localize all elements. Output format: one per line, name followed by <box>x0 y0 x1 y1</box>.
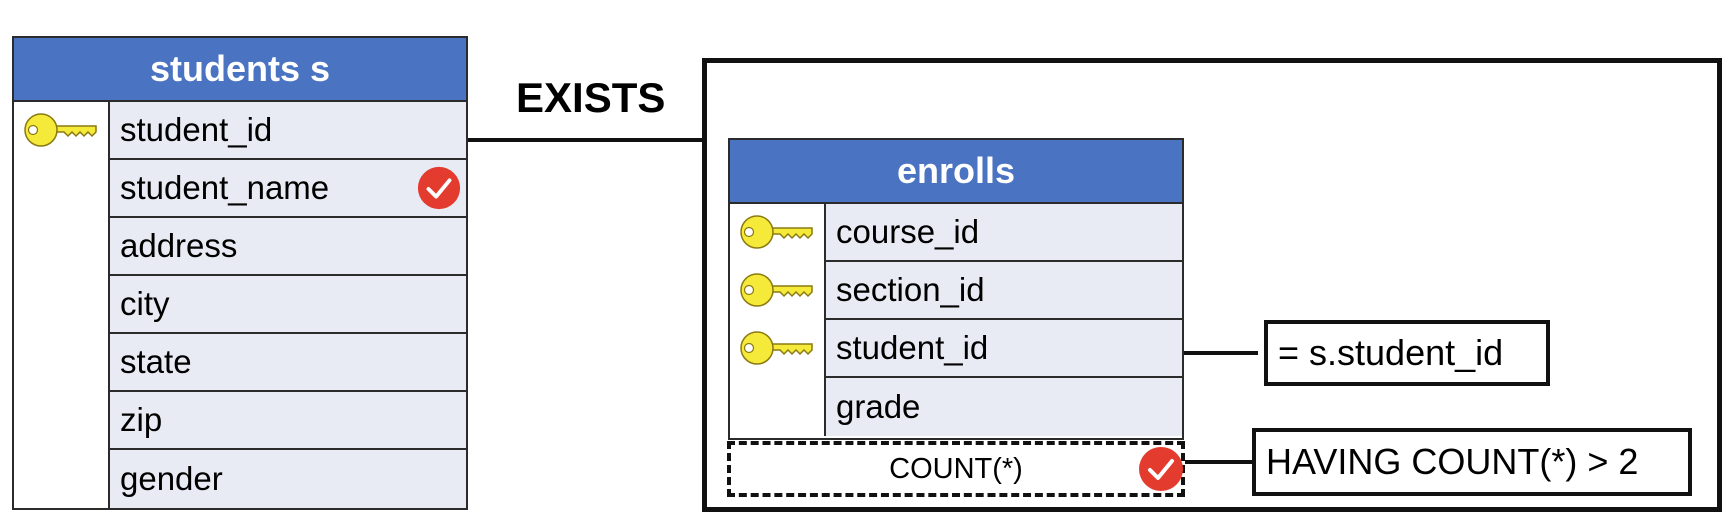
count-aggregate-label: COUNT(*) <box>889 452 1023 485</box>
check-icon <box>417 166 461 210</box>
students-field-row: student_name <box>14 160 466 218</box>
field-name-label: state <box>120 343 192 380</box>
join-connector-line <box>1184 351 1258 355</box>
enrolls-field-row: course_id <box>730 204 1182 262</box>
field-student-id: student_id <box>824 320 1182 378</box>
key-cell <box>14 334 108 392</box>
students-field-row: state <box>14 334 466 392</box>
check-icon <box>1139 447 1183 491</box>
key-cell <box>730 378 824 436</box>
exists-subquery-frame <box>702 58 1722 512</box>
key-cell <box>730 262 824 320</box>
field-name-label: student_id <box>120 111 273 148</box>
field-state: state <box>108 334 466 392</box>
students-field-row: city <box>14 276 466 334</box>
field-name-label: student_id <box>836 329 989 366</box>
field-name-label: city <box>120 285 170 322</box>
field-grade: grade <box>824 378 1182 436</box>
key-icon <box>740 215 813 249</box>
field-name-label: section_id <box>836 271 985 308</box>
field-name-label: zip <box>120 401 163 438</box>
field-section-id: section_id <box>824 262 1182 320</box>
students-field-row: gender <box>14 450 466 508</box>
field-name-label: student_name <box>120 169 330 206</box>
enrolls-field-row: section_id <box>730 262 1182 320</box>
enrolls-field-row: student_id <box>730 320 1182 378</box>
key-cell <box>14 160 108 218</box>
field-city: city <box>108 276 466 334</box>
field-name-label: address <box>120 227 238 264</box>
key-cell <box>14 102 108 160</box>
field-name-label: gender <box>120 460 223 497</box>
key-cell <box>730 204 824 262</box>
having-connector-line <box>1185 460 1253 464</box>
key-cell <box>14 218 108 276</box>
students-field-row: zip <box>14 392 466 450</box>
count-aggregate-box: COUNT(*) <box>727 441 1185 497</box>
key-cell <box>14 450 108 508</box>
enrolls-field-row: grade <box>730 378 1182 436</box>
key-cell <box>14 276 108 334</box>
field-zip: zip <box>108 392 466 450</box>
join-condition-box: = s.student_id <box>1264 320 1550 386</box>
key-cell <box>730 320 824 378</box>
field-address: address <box>108 218 466 276</box>
key-icon <box>740 331 813 365</box>
key-icon <box>740 273 813 307</box>
students-field-row: student_id <box>14 102 466 160</box>
enrolls-table-title: enrolls <box>730 140 1182 204</box>
having-condition-box: HAVING COUNT(*) > 2 <box>1252 428 1692 496</box>
field-course-id: course_id <box>824 204 1182 262</box>
key-icon <box>24 113 97 147</box>
exists-label: EXISTS <box>516 74 666 121</box>
field-student-name: student_name <box>108 160 466 218</box>
exists-connector-line <box>468 138 704 142</box>
students-field-row: address <box>14 218 466 276</box>
field-gender: gender <box>108 450 466 508</box>
key-cell <box>14 392 108 450</box>
field-student-id: student_id <box>108 102 466 160</box>
field-name-label: grade <box>836 388 921 425</box>
students-table-title: students s <box>14 38 466 102</box>
field-name-label: course_id <box>836 213 980 250</box>
